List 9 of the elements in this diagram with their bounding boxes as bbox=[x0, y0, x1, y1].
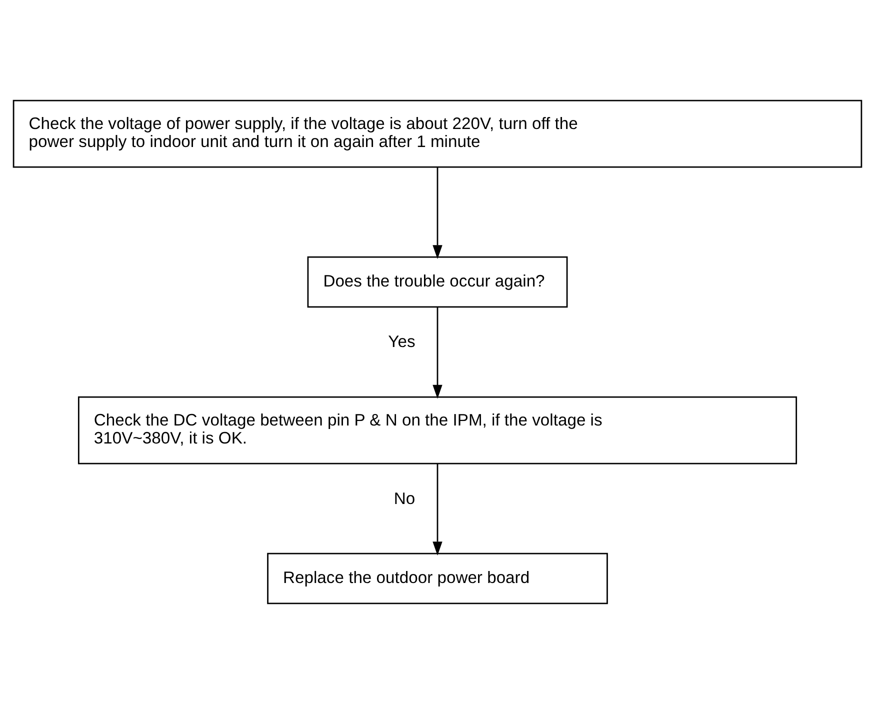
arrow bbox=[432, 464, 442, 556]
node-box: Check the DC voltage between pin P & N on the IPM, if the voltage is 310V~380V, it is OK. bbox=[78, 396, 798, 464]
node-box: Does the trouble occur again? bbox=[307, 256, 568, 308]
node-box: Check the voltage of power supply, if the voltage is about 220V, turn off the power supply to indoor unit and turn it on again after 1 minute bbox=[12, 100, 862, 168]
node-box: Replace the outdoor power board bbox=[267, 552, 608, 604]
edge-label: No bbox=[394, 489, 416, 508]
edge-label: Yes bbox=[388, 332, 416, 352]
arrow bbox=[432, 307, 442, 399]
arrow bbox=[432, 167, 442, 260]
